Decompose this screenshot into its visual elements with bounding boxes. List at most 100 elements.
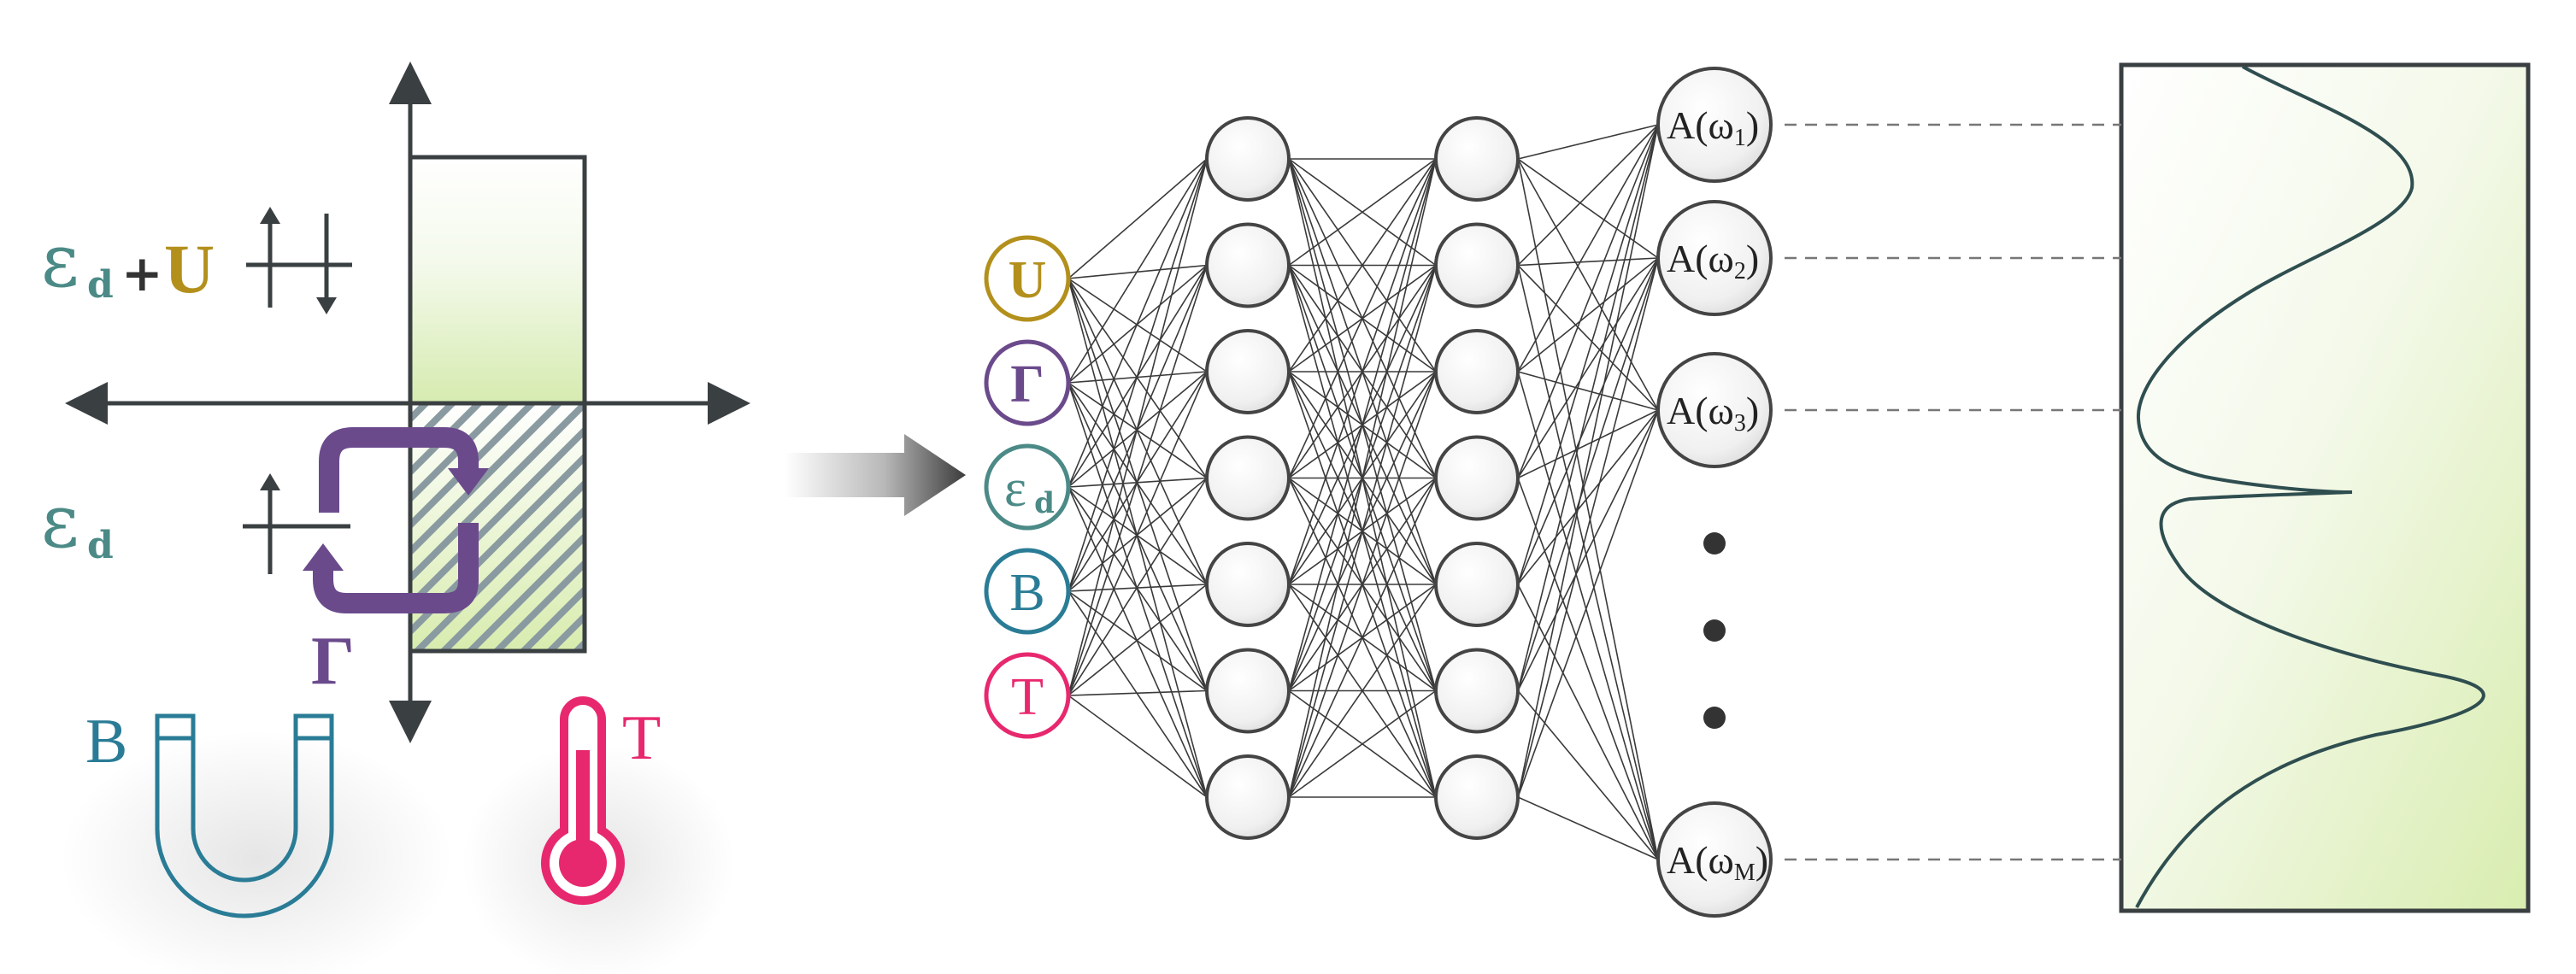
- upper-eps-sub: d: [87, 263, 114, 307]
- ellipsis-dot: [1703, 707, 1726, 729]
- output-node: [1656, 352, 1773, 468]
- hopping-arrowhead-right: [448, 468, 489, 496]
- network-edge: [1067, 486, 1208, 585]
- network-edge: [1067, 158, 1208, 488]
- network-edge: [1288, 158, 1437, 585]
- network-edge: [1288, 158, 1437, 798]
- network-edge: [1288, 265, 1437, 798]
- input-node: [984, 652, 1071, 739]
- network-edge: [1517, 257, 1659, 267]
- network-edge: [1517, 124, 1659, 267]
- network-edge: [1517, 124, 1659, 478]
- thermometer-icon: [541, 696, 625, 906]
- network-edge: [1288, 158, 1437, 478]
- network-edge: [1067, 278, 1208, 585]
- network-edges: [1067, 124, 1659, 860]
- transition-arrow-icon: [785, 434, 966, 516]
- spectral-function-panel: [2119, 62, 2531, 913]
- hidden-node: [1205, 754, 1291, 840]
- hidden-node: [1434, 116, 1520, 202]
- network-edge: [1067, 382, 1208, 585]
- hidden-node: [1434, 754, 1520, 840]
- network-edge: [1067, 695, 1208, 798]
- network-edge: [1517, 478, 1659, 860]
- network-nodes: [984, 67, 1773, 918]
- output-node-label: A(ω1): [1667, 103, 1759, 151]
- network-edge: [1067, 590, 1208, 692]
- u-label: U: [164, 230, 215, 308]
- network-edge: [1517, 158, 1659, 411]
- network-edge: [1517, 409, 1659, 798]
- hidden-node: [1205, 222, 1291, 308]
- network-edge: [1067, 278, 1208, 373]
- network-edge: [1517, 257, 1659, 585]
- network-edge: [1517, 257, 1659, 798]
- network-edge: [1517, 409, 1659, 479]
- network-edge: [1067, 265, 1208, 696]
- network-edge: [1288, 584, 1437, 798]
- spin-up-down-icon: [246, 207, 352, 314]
- network-edge: [1067, 486, 1208, 798]
- hidden-node: [1205, 435, 1291, 521]
- hidden-node: [1434, 435, 1520, 521]
- hidden-node: [1205, 648, 1291, 734]
- hidden-node: [1434, 329, 1520, 414]
- network-edge: [1067, 584, 1208, 696]
- input-node-sub: d: [1034, 486, 1055, 520]
- network-edge: [1067, 158, 1208, 384]
- hopping-cycle-icon: [313, 427, 479, 613]
- network-edge: [1067, 371, 1208, 696]
- network-edge: [1517, 257, 1659, 478]
- network-edge: [1517, 689, 1659, 860]
- network-edge: [1517, 257, 1659, 373]
- plus-sign: +: [121, 244, 163, 302]
- hidden-node: [1205, 542, 1291, 627]
- spectrum-frame: [2119, 62, 2531, 913]
- input-node-label: U: [1009, 251, 1047, 309]
- input-node: [984, 339, 1071, 426]
- network-edge: [1288, 371, 1437, 798]
- network-edge: [1067, 158, 1208, 696]
- upper-level-box: [408, 155, 587, 406]
- lower-eps-label: ε: [41, 479, 79, 565]
- input-node-label: ε: [1004, 460, 1026, 518]
- network-edge: [1517, 124, 1659, 585]
- t-label: T: [622, 703, 661, 773]
- input-node-label: B: [1009, 564, 1044, 622]
- output-node-label: A(ω2): [1667, 237, 1759, 285]
- network-edge: [1517, 796, 1659, 860]
- network-edge: [1067, 158, 1208, 279]
- network-edge: [1288, 158, 1437, 267]
- network-edge: [1517, 584, 1659, 860]
- hopping-arrowhead-left: [303, 543, 344, 571]
- ellipsis-dot: [1703, 619, 1726, 642]
- input-node: [984, 443, 1071, 531]
- output-node-label: A(ω3): [1667, 389, 1759, 437]
- hidden-node: [1205, 329, 1291, 414]
- network-edge: [1517, 371, 1659, 411]
- network-edge: [1517, 124, 1659, 798]
- lower-eps-sub: d: [87, 524, 114, 567]
- network-edge: [1517, 124, 1659, 160]
- network-edge: [1517, 257, 1659, 691]
- upper-eps-label: ε: [41, 219, 79, 304]
- network-edge: [1517, 371, 1659, 860]
- gamma-label: Γ: [311, 624, 355, 699]
- network-edge: [1067, 382, 1208, 479]
- hidden-node: [1434, 542, 1520, 627]
- network-edge: [1288, 478, 1437, 798]
- network-edge: [1067, 158, 1208, 592]
- hidden-node: [1205, 116, 1291, 202]
- network-edge: [1517, 124, 1659, 373]
- spectrum-curve: [2135, 65, 2485, 908]
- output-node: [1656, 200, 1773, 316]
- network-edge: [1517, 409, 1659, 585]
- input-node: [984, 235, 1071, 322]
- output-node: [1656, 801, 1773, 918]
- network-edge: [1517, 158, 1659, 259]
- magnet-icon: [155, 713, 334, 918]
- hidden-node: [1434, 222, 1520, 308]
